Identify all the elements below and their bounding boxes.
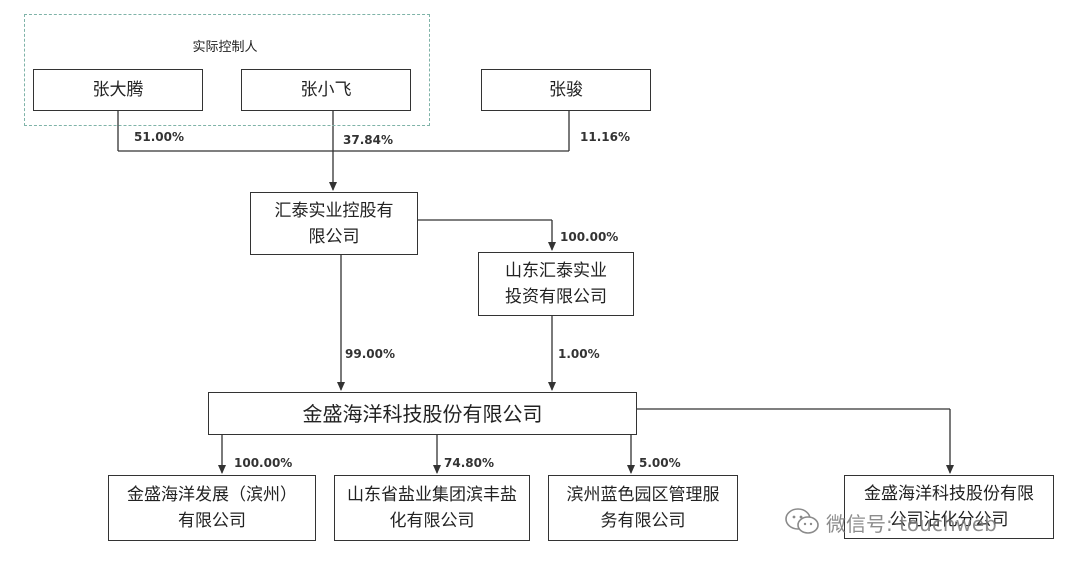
subsidiary-box-blue-park: 滨州蓝色园区管理服务有限公司 [548, 475, 738, 541]
share-label-zhang-jun: 11.16% [580, 130, 630, 144]
actual-controller-group [24, 14, 430, 126]
share-label-zhang-dateng: 51.00% [134, 130, 184, 144]
subsidiary-box-jinsheng-development: 金盛海洋发展（滨州）有限公司 [108, 475, 316, 541]
share-label-huitai-to-jinsheng: 99.00% [345, 347, 395, 361]
wechat-icon [785, 508, 819, 534]
share-label-sub-2: 74.80% [444, 456, 494, 470]
share-label-shandong-huitai: 100.00% [560, 230, 619, 244]
watermark-text: 微信号: touchweb [826, 511, 997, 536]
share-label-sub-1: 100.00% [234, 456, 293, 470]
person-box-zhang-xiaofei: 张小飞 [241, 69, 411, 111]
share-label-shandong-to-jinsheng: 1.00% [558, 347, 600, 361]
jinsheng-company-box: 金盛海洋科技股份有限公司 [208, 392, 637, 435]
huitai-holding-box: 汇泰实业控股有限公司 [250, 192, 418, 255]
wechat-watermark: 微信号: touchweb [784, 504, 997, 540]
share-label-sub-3: 5.00% [639, 456, 681, 470]
person-box-zhang-dateng: 张大腾 [33, 69, 203, 111]
share-label-zhang-xiaofei: 37.84% [343, 133, 393, 147]
subsidiary-box-zhanhua-branch: 金盛海洋科技股份有限公司沾化分公司 [844, 475, 1054, 539]
person-box-zhang-jun: 张骏 [481, 69, 651, 111]
shandong-huitai-box: 山东汇泰实业投资有限公司 [478, 252, 634, 316]
actual-controller-label: 实际控制人 [192, 40, 258, 55]
subsidiary-box-binfeng-salt: 山东省盐业集团滨丰盐化有限公司 [334, 475, 530, 541]
